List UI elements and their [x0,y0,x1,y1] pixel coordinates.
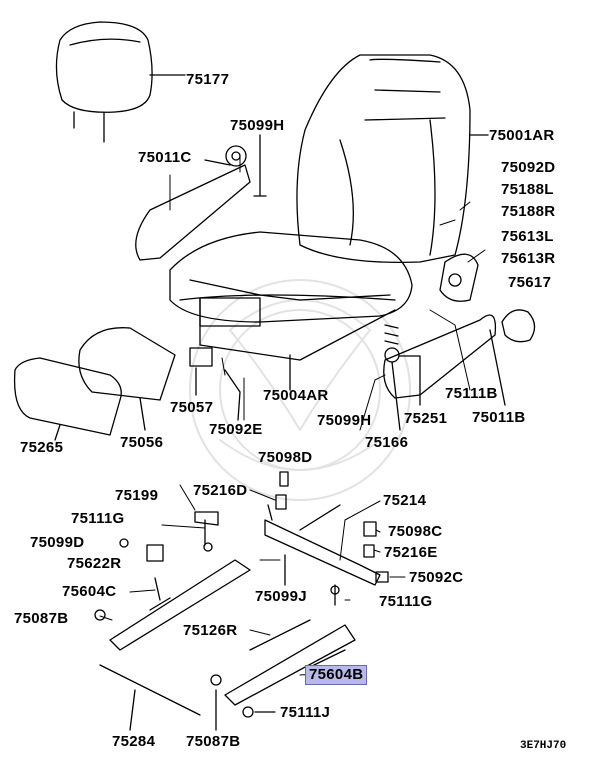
clip-75199 [194,511,219,526]
screw-top [253,134,267,197]
label-75111B: 75111B [445,385,498,402]
label-75216D: 75216D [193,482,248,499]
seat-back [296,54,489,264]
label-75617: 75617 [508,274,552,291]
label-75099J: 75099J [255,588,307,605]
bolt-75099D [119,538,129,548]
label-75284: 75284 [112,733,156,750]
knob-75617 [501,309,536,343]
bracket-75216D [275,494,287,510]
nut-75087B-bottom [210,674,222,731]
clip-75057 [189,347,213,396]
bolt-75111J [242,706,276,718]
slide-rail-left [109,559,251,651]
spring-part [384,324,421,431]
label-75177: 75177 [186,71,230,88]
watermark-emblem [189,279,411,501]
label-75099D: 75099D [30,534,85,551]
label-75199: 75199 [115,487,159,504]
label-75251: 75251 [404,410,448,427]
cable-75284 [99,664,201,731]
pad-75265 [13,357,122,441]
nut-75087B-left [94,609,106,621]
label-75613L: 75613L [501,228,554,245]
label-75188L: 75188L [501,181,554,198]
label-75613R: 75613R [501,250,556,267]
label-75092C: 75092C [409,569,464,586]
label-75111G-left: 75111G [71,510,125,527]
clip-75092E [224,369,241,421]
label-75004AR: 75004AR [263,387,329,404]
label-75011C: 75011C [138,149,192,166]
label-75057: 75057 [170,399,214,416]
bolt-75111G-right [330,584,340,606]
rail-75214 [264,504,381,586]
label-75604B-highlighted[interactable]: 75604B [305,665,368,685]
label-75011B: 75011B [472,409,526,426]
label-75188R: 75188R [501,203,556,220]
part-75098C [363,521,377,537]
label-75098C: 75098C [388,523,443,540]
label-75166: 75166 [365,434,409,451]
part-75092C [375,571,389,583]
side-shield-right [383,314,506,406]
label-75056: 75056 [120,434,164,451]
label-75087B-left: 75087B [14,610,69,627]
label-75622R: 75622R [67,555,122,572]
label-75265: 75265 [20,439,64,456]
bracket-75098D [279,471,289,487]
recliner-cover-right [439,253,479,302]
label-75216E: 75216E [384,544,438,561]
label-75098D: 75098D [258,449,313,466]
diagram-code: 3E7HJ70 [520,740,567,752]
bolt-75111G-left [203,519,213,552]
label-75111G-right: 75111G [379,593,433,610]
label-75087B-bottom: 75087B [186,733,241,750]
pad-75056 [78,327,176,431]
label-75001AR: 75001AR [489,127,555,144]
label-75099H-mid: 75099H [317,412,372,429]
label-75126R: 75126R [183,622,238,639]
bracket-75622R [146,544,164,562]
label-75214: 75214 [383,492,427,509]
part-75216E [363,544,375,558]
slide-rail-right [224,619,356,706]
label-75092D: 75092D [501,159,556,176]
label-75604C: 75604C [62,583,117,600]
seat-cushion [169,231,413,391]
headrest [55,21,186,143]
label-75111J: 75111J [280,704,331,721]
label-75092E: 75092E [209,421,263,438]
label-75099H-top: 75099H [230,117,285,134]
